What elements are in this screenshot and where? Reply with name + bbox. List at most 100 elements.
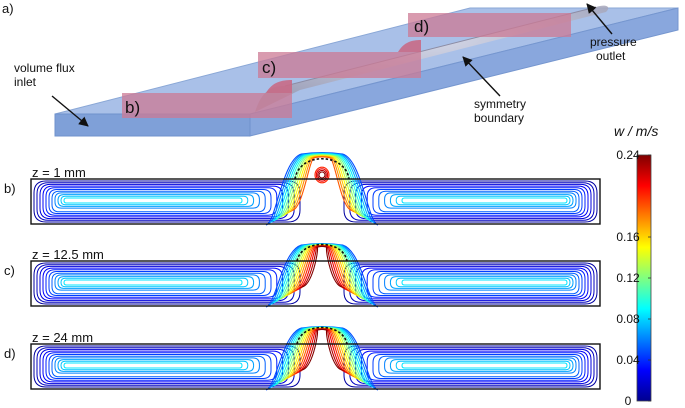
contour-line — [63, 279, 243, 286]
contour-line — [395, 277, 571, 288]
section-letter: c) — [4, 263, 15, 278]
section-plane-b — [122, 80, 292, 118]
contour-line — [395, 360, 571, 371]
contour-line — [343, 180, 598, 223]
section-plane-d — [408, 13, 571, 37]
contour-line — [389, 194, 574, 207]
droplet-interface — [294, 158, 350, 180]
contour-line — [63, 362, 243, 369]
section-panel-d: d) z = 24 mm — [4, 325, 601, 391]
contour-line — [360, 267, 589, 300]
contour-line — [54, 274, 260, 291]
contour-line — [292, 156, 352, 211]
contour-line — [48, 271, 272, 296]
contour-line — [45, 352, 278, 381]
section-plane-c — [258, 40, 421, 78]
symmetry-arrow — [462, 56, 501, 97]
contour-line — [57, 194, 255, 207]
contour-line — [372, 271, 583, 296]
inlet-arrow — [51, 95, 89, 127]
contour-line — [301, 245, 343, 288]
channel-outline — [30, 343, 601, 390]
colorbar: w / m/s 0.24 0.16 0.12 0.08 0.04 0 — [614, 123, 658, 408]
colorbar-tick-label: 0.24 — [616, 148, 640, 162]
contour-line — [389, 359, 574, 372]
channel-outline — [30, 260, 601, 307]
contour-line — [63, 197, 243, 204]
section-z-label: z = 1 mm — [32, 165, 86, 180]
outlet-label: pressure outlet — [590, 35, 640, 63]
contour-line — [349, 347, 595, 386]
contour-line — [51, 272, 266, 295]
contour-field — [33, 242, 598, 308]
section-letter: b) — [4, 181, 16, 196]
droplet-interface — [296, 243, 348, 262]
contour-line — [360, 350, 589, 383]
contour-line — [57, 359, 255, 372]
contour-line — [57, 276, 255, 289]
contour-line — [48, 189, 272, 214]
section-letter: d) — [4, 346, 16, 361]
contour-line — [366, 352, 586, 381]
contour-line — [401, 279, 568, 286]
contour-field — [33, 325, 598, 391]
contour-line — [54, 357, 260, 374]
contour-line — [315, 168, 329, 182]
contour-line — [60, 277, 249, 288]
colorbar-tick-label: 0.04 — [616, 353, 640, 367]
outlet-arrow — [586, 3, 613, 35]
contour-line — [36, 347, 295, 386]
contour-line — [51, 190, 266, 213]
contour-line — [389, 276, 574, 289]
contour-line — [378, 272, 580, 295]
contour-line — [51, 355, 266, 378]
channel-outline — [30, 178, 601, 225]
contour-line — [314, 166, 330, 184]
contour-line — [318, 171, 326, 179]
contour-line — [54, 192, 260, 209]
contour-line — [48, 354, 272, 379]
colorbar-tick-label: 0 — [625, 394, 632, 408]
contour-line — [349, 182, 595, 221]
contour-line — [355, 183, 592, 220]
contour-line — [366, 187, 586, 216]
contour-line — [372, 189, 583, 214]
panel-a: a) b) c) d) volume flux inlet press — [2, 1, 679, 137]
contour-line — [384, 192, 577, 209]
colorbar-ticks: 0.24 0.16 0.12 0.08 0.04 0 — [616, 148, 651, 408]
droplet-interface — [296, 326, 348, 345]
contour-line — [36, 182, 295, 221]
colorbar-tick-label: 0.16 — [616, 230, 640, 244]
contour-line — [384, 357, 577, 374]
contour-line — [33, 180, 301, 223]
section-label-d: d) — [414, 17, 429, 36]
colorbar-title: w / m/s — [614, 123, 658, 139]
contour-line — [45, 187, 278, 216]
section-panel-c: c) z = 12.5 mm — [4, 242, 601, 308]
contour-line — [384, 274, 577, 291]
section-label-c: c) — [262, 58, 276, 77]
contour-line — [33, 345, 301, 388]
section-z-label: z = 24 mm — [32, 330, 93, 345]
contour-line — [343, 345, 598, 388]
contour-line — [343, 262, 598, 305]
section-z-label: z = 12.5 mm — [32, 247, 104, 262]
colorbar-tick-label: 0.08 — [616, 312, 640, 326]
contour-line — [45, 269, 278, 298]
contour-line — [349, 264, 595, 303]
contour-line — [372, 354, 583, 379]
contour-field — [33, 151, 598, 226]
contour-line — [60, 195, 249, 206]
inlet-label: volume flux inlet — [14, 61, 78, 89]
section-label-b: b) — [125, 98, 140, 117]
section-panel-b: b) z = 1 mm — [4, 151, 601, 226]
contour-line — [301, 328, 343, 371]
contour-line — [42, 185, 284, 218]
contour-line — [401, 362, 568, 369]
contour-line — [33, 262, 301, 305]
contour-line — [36, 264, 295, 303]
colorbar-tick-label: 0.12 — [616, 271, 640, 285]
contour-line — [366, 269, 586, 298]
symmetry-label: symmetry boundary — [474, 97, 529, 125]
